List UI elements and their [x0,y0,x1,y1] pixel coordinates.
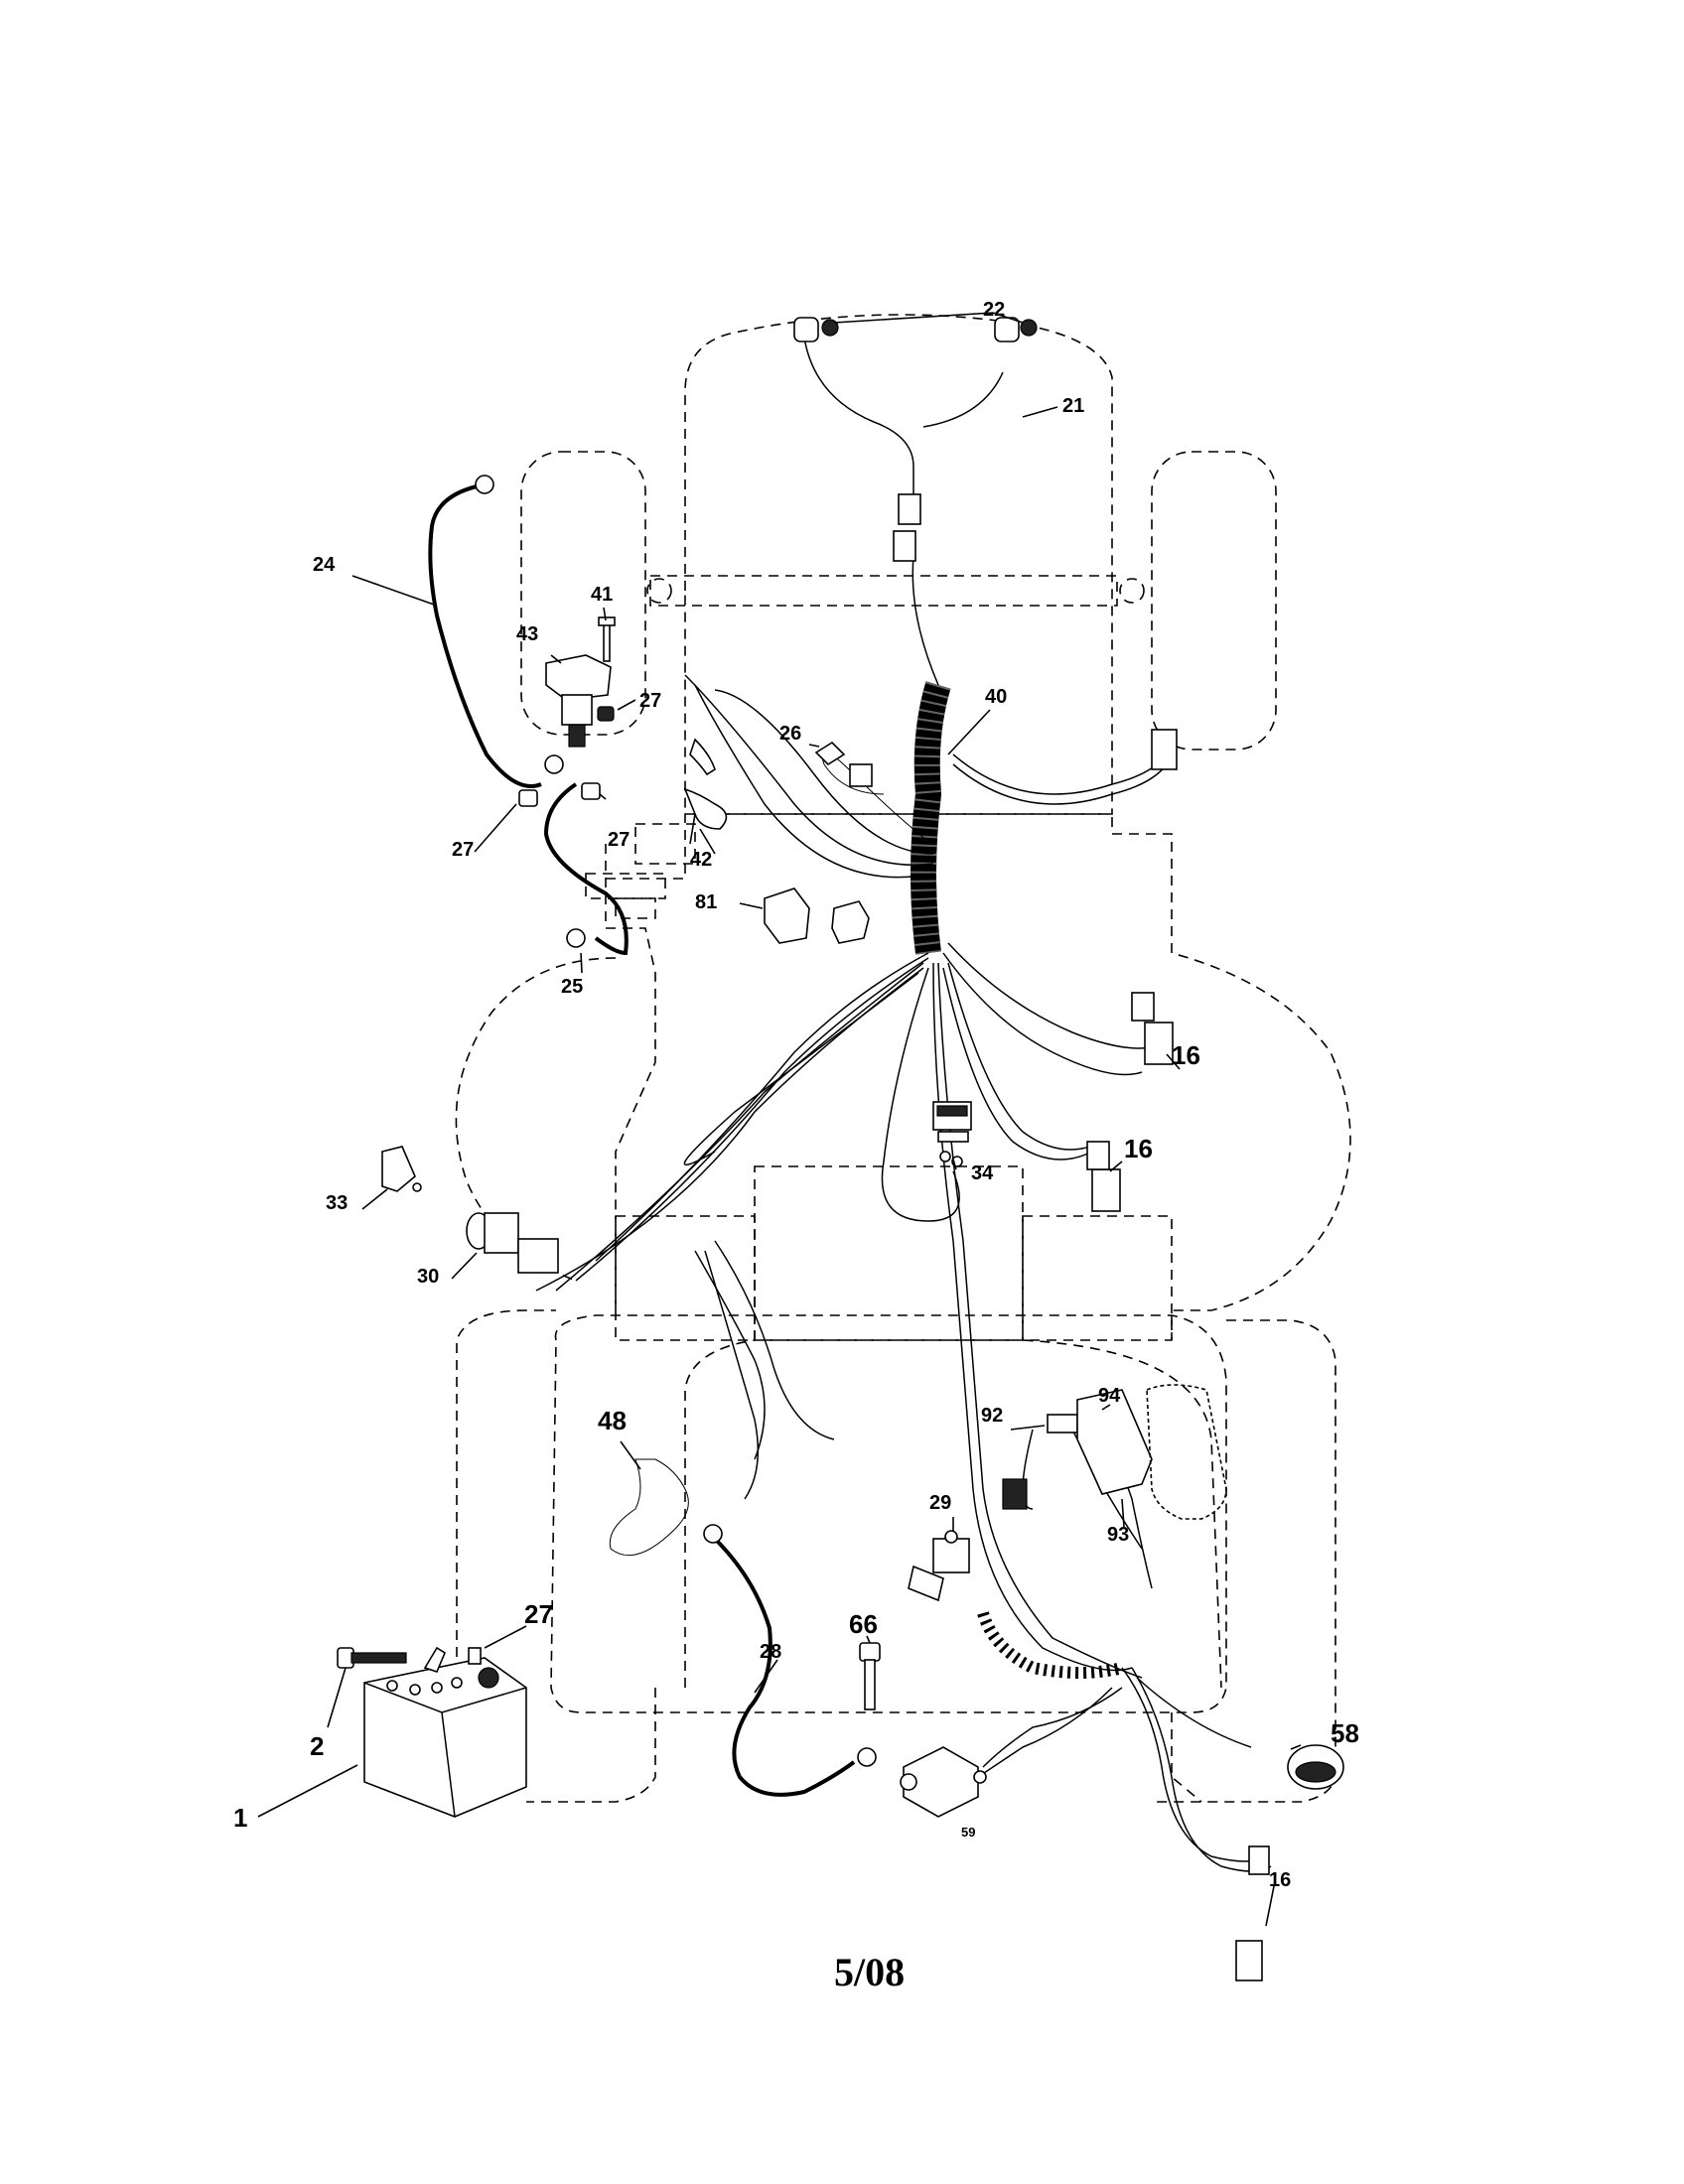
nut-27-left [518,789,538,807]
callout-33: 33 [326,1192,348,1214]
module-94 [1076,1384,1227,1520]
callout-48: 48 [598,1406,627,1435]
nut-27-right [581,782,601,800]
callout-27-right: 27 [608,829,630,851]
ignition-switch-30 [466,1212,559,1274]
callout-16-mid: 16 [1124,1134,1153,1163]
battery-1 [363,1657,527,1818]
callout-81: 81 [695,891,717,913]
bolt-2 [337,1647,407,1669]
right-side-connector [1151,729,1178,770]
switch-29 [908,1530,970,1602]
callout-24: 24 [313,554,336,576]
cable-24 [428,484,542,788]
module-59 [900,1746,987,1818]
headlight-connector [898,493,921,525]
callout-26: 26 [779,723,801,745]
nut-27-battery [468,1647,482,1665]
strap-48 [609,1458,689,1557]
callout-43: 43 [516,623,538,645]
callout-22: 22 [983,299,1005,321]
harness-loom [911,681,951,955]
callout-58: 58 [1331,1718,1359,1748]
callout-92: 92 [981,1405,1003,1427]
cable-28 [713,1537,856,1797]
callout-27-left: 27 [452,839,474,861]
callout-25: 25 [561,976,583,998]
cable-25 [543,782,629,956]
callout-1: 1 [233,1803,247,1833]
revision-date: 5/08 [834,1950,905,1994]
switch-34 [932,1101,972,1167]
callouts: 22 21 24 41 43 27 40 26 27 27 42 81 25 1… [233,299,1359,1891]
callout-21: 21 [1062,395,1084,417]
callout-16-upper: 16 [1172,1040,1200,1070]
callout-41: 41 [591,584,613,606]
connector-92 [1002,1414,1078,1510]
plate-33 [381,1146,422,1192]
callout-27-battery: 27 [524,1599,553,1629]
relay-81 [764,887,870,944]
leader-lines [257,312,1302,1927]
callout-29: 29 [929,1492,951,1514]
buzzer-58 [1287,1744,1344,1790]
fuse-26 [814,741,873,787]
headlight-bulb-left [793,317,839,342]
callout-28: 28 [760,1641,781,1663]
callout-94: 94 [1098,1385,1121,1407]
boot-cap-42 [683,787,728,845]
callout-93: 93 [1107,1524,1129,1546]
connector-16-upper [1131,992,1174,1065]
starter-solenoid [545,654,612,748]
headlight-bulb-right [994,317,1038,342]
callout-30: 30 [417,1266,439,1288]
bolt-41 [598,616,616,662]
callout-59: 59 [961,1825,975,1840]
callout-40: 40 [985,686,1007,708]
callout-42: 42 [690,849,712,871]
callout-27-top: 27 [639,690,661,712]
tractor-outline [455,314,1351,1803]
bolt-66 [859,1642,881,1710]
parts [337,317,1344,1981]
callout-2: 2 [310,1731,324,1761]
connector-16-lower [1235,1845,1270,1981]
callout-16-lower: 16 [1269,1869,1291,1891]
callout-34: 34 [971,1162,994,1184]
nut-27-top [597,706,615,722]
callout-66: 66 [849,1609,878,1639]
connector-16-mid [1086,1141,1121,1212]
wiring-harness [535,337,1272,1872]
cables [428,475,877,1797]
